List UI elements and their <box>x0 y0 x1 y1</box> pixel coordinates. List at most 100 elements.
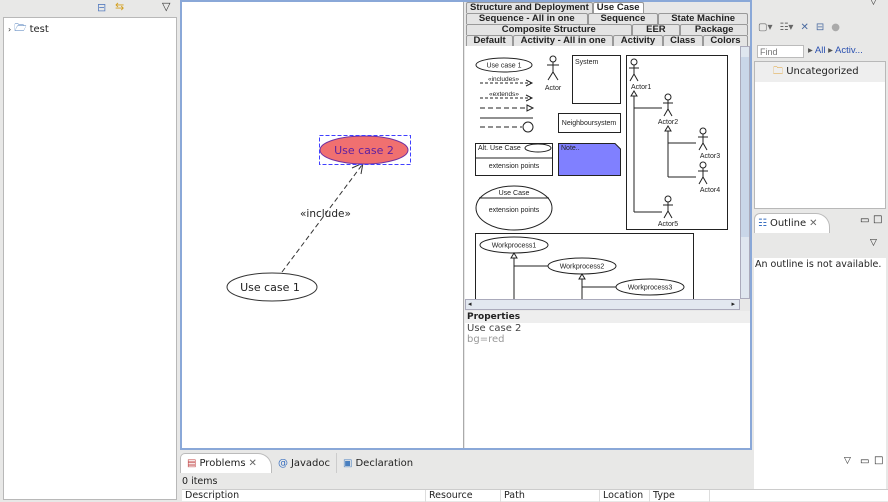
view-menu-icon[interactable]: ▽ <box>844 456 851 466</box>
svg-text:Actor: Actor <box>545 85 562 92</box>
palette-actor[interactable] <box>547 55 559 81</box>
scroll-thumb[interactable] <box>741 57 749 237</box>
palette-actor-1[interactable] <box>629 58 639 82</box>
project-folder-icon: 🗁 <box>14 23 27 34</box>
tab-state-machine[interactable]: State Machine <box>658 13 748 24</box>
use-case-1[interactable] <box>226 272 318 302</box>
column-type[interactable]: Type <box>650 490 710 502</box>
palette-actor-3[interactable] <box>698 127 708 151</box>
palette-workprocess-box[interactable] <box>475 233 694 300</box>
palette-tab-row-2: Sequence - All in one Sequence State Mac… <box>464 13 750 24</box>
close-icon[interactable]: ✕ <box>248 458 257 469</box>
svg-text:Actor2: Actor2 <box>658 119 678 126</box>
activ-link[interactable]: Activ... <box>835 45 863 56</box>
svg-text:Use case 2: Use case 2 <box>334 144 394 157</box>
hide-completed-icon[interactable]: ✕ <box>800 22 809 33</box>
bottom-tabs: ▤Problems✕ @Javadoc ▣Declaration <box>180 453 888 474</box>
minimize-icon[interactable]: ▭ <box>860 215 870 226</box>
palette-tab-row-1: Structure and Deployment Use Case <box>464 2 750 13</box>
tab-use-case[interactable]: Use Case <box>592 2 644 13</box>
outline-view: ☷ Outline ✕ ▭ □ ▽ An outline is not avai… <box>752 212 888 500</box>
link-editor-icon[interactable]: ⇆ <box>115 0 125 13</box>
find-input[interactable] <box>757 45 804 58</box>
palette-actor-2[interactable] <box>663 93 673 117</box>
view-menu-icon[interactable]: ▽ <box>162 0 171 13</box>
palette-note[interactable] <box>558 143 621 176</box>
task-toolbar: ▢▾ ☷▾ ✕ ⊟ ● <box>758 22 883 36</box>
palette-alt-use-case[interactable] <box>475 143 553 176</box>
tree-item-test[interactable]: › 🗁 test <box>8 21 49 38</box>
palette-system[interactable] <box>572 55 621 104</box>
tab-colors[interactable]: Colors <box>702 35 748 46</box>
editor-area: «include» Use case 2 Use case 1 Structur… <box>180 0 752 450</box>
category-uncategorized[interactable]: 🗀 Uncategorized <box>755 62 885 82</box>
palette-actor-box[interactable] <box>626 55 728 230</box>
svg-text:Note..: Note.. <box>561 145 580 152</box>
svg-text:Workprocess1: Workprocess1 <box>492 243 537 250</box>
svg-text:Actor5: Actor5 <box>658 221 678 228</box>
column-location[interactable]: Location <box>600 490 650 502</box>
svg-text:extension points: extension points <box>489 207 540 214</box>
minimize-icon[interactable]: ▭ <box>860 456 870 467</box>
svg-text:Workprocess2: Workprocess2 <box>560 264 605 271</box>
include-relation[interactable] <box>281 164 363 273</box>
scroll-right-icon[interactable]: ▸ <box>731 300 735 308</box>
tab-default[interactable]: Default <box>466 35 514 46</box>
view-menu-icon[interactable]: ▽ <box>870 238 877 248</box>
tab-composite-structure[interactable]: Composite Structure <box>466 24 632 35</box>
column-path[interactable]: Path <box>501 490 600 502</box>
tab-structure-deployment[interactable]: Structure and Deployment <box>466 2 593 13</box>
column-description[interactable]: Description <box>182 490 426 502</box>
palette-use-case-1[interactable] <box>475 57 533 73</box>
tab-activity[interactable]: Activity <box>613 35 663 46</box>
palette-neighboursystem[interactable] <box>558 113 621 133</box>
maximize-icon[interactable]: □ <box>873 214 883 225</box>
collapse-icon[interactable]: ⊟ <box>815 22 825 33</box>
tab-activity-all[interactable]: Activity - All in one <box>513 35 614 46</box>
filter-links: ▸ All ▸ Activ... <box>808 45 863 56</box>
svg-text:Alt. Use Case: Alt. Use Case <box>478 145 521 152</box>
expand-arrow-icon[interactable]: › <box>8 25 12 34</box>
properties-editor[interactable]: Use case 2 bg=red <box>467 323 522 345</box>
palette-vertical-scrollbar[interactable] <box>740 46 750 299</box>
tab-outline[interactable]: ☷ Outline ✕ <box>754 213 830 233</box>
svg-text:Use Case: Use Case <box>499 190 530 197</box>
palette-canvas[interactable]: Use case 1 «includes» «extends» Actor Sy… <box>465 46 740 299</box>
palette-actor-4[interactable] <box>698 161 708 185</box>
svg-text:Workprocess3: Workprocess3 <box>628 285 673 292</box>
categorize-icon[interactable]: ☷▾ <box>779 22 794 33</box>
svg-text:Use case 1: Use case 1 <box>240 281 300 294</box>
new-task-icon[interactable]: ▢▾ <box>758 22 773 33</box>
svg-text:«includes»: «includes» <box>488 76 519 83</box>
svg-text:extension points: extension points <box>489 163 540 170</box>
palette-actor-5[interactable] <box>663 195 673 219</box>
relation-label: «include» <box>300 208 351 220</box>
column-resource[interactable]: Resource <box>426 490 501 502</box>
collapse-all-icon[interactable]: ⊟ <box>97 1 107 14</box>
palette-panel: Structure and Deployment Use Case Sequen… <box>463 2 750 448</box>
package-explorer: ⊟ ⇆ ▽ › 🗁 test <box>0 0 178 500</box>
diagram-canvas[interactable]: «include» Use case 2 Use case 1 <box>182 2 463 448</box>
focus-icon[interactable]: ● <box>831 22 840 33</box>
tab-package[interactable]: Package <box>680 24 748 35</box>
svg-text:Actor3: Actor3 <box>700 153 720 160</box>
scroll-left-icon[interactable]: ◂ <box>468 300 472 308</box>
tab-javadoc[interactable]: @Javadoc <box>277 457 331 469</box>
tab-eer[interactable]: EER <box>631 24 681 35</box>
maximize-icon[interactable]: □ <box>874 455 884 466</box>
palette-tabs: Structure and Deployment Use Case Sequen… <box>464 2 750 46</box>
close-icon[interactable]: ✕ <box>809 218 818 229</box>
tab-declaration[interactable]: ▣Declaration <box>336 453 419 473</box>
tab-class[interactable]: Class <box>662 35 703 46</box>
palette-horizontal-scrollbar[interactable]: ◂ ▸ <box>465 299 740 310</box>
javadoc-icon: @ <box>277 457 288 469</box>
task-list-view: ▽ ▢▾ ☷▾ ✕ ⊟ ● ▸ All ▸ Activ... 🗀 Uncateg… <box>752 0 888 212</box>
tab-problems[interactable]: ▤Problems✕ <box>180 453 272 473</box>
palette-use-case-ext[interactable] <box>475 185 553 231</box>
view-menu-icon[interactable]: ▽ <box>870 0 877 7</box>
tab-sequence-all[interactable]: Sequence - All in one <box>466 13 588 24</box>
tab-sequence[interactable]: Sequence <box>587 13 659 24</box>
palette-tab-row-4: Default Activity - All in one Activity C… <box>464 35 750 46</box>
problems-view: ▤Problems✕ @Javadoc ▣Declaration ▽ ▭ □ 0… <box>180 453 888 502</box>
all-link[interactable]: All <box>814 45 826 56</box>
